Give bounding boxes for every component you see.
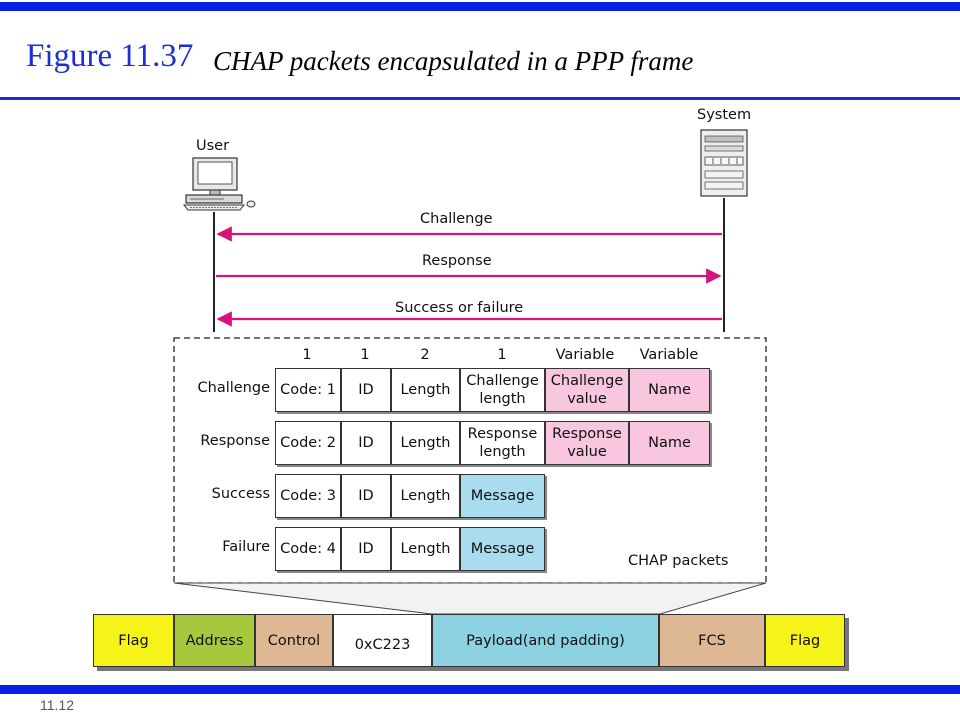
challenge-f5-line2: value: [567, 391, 607, 407]
row-label-response: Response: [200, 433, 270, 449]
response-f4-line1: Response: [467, 426, 538, 442]
response-id-field: ID: [341, 421, 391, 465]
success-failure-message-label: Success or failure: [395, 300, 524, 316]
success-id-field: ID: [341, 474, 391, 518]
ppp-fcs: FCS: [659, 614, 765, 667]
response-length-of-value-field: Response length: [460, 421, 545, 465]
field-size-id: 1: [360, 347, 370, 363]
response-length-field: Length: [391, 421, 460, 465]
user-label: User: [196, 138, 230, 154]
field-size-value-length: 1: [497, 347, 507, 363]
challenge-value-field: Challenge value: [545, 368, 629, 412]
ppp-protocol-field: 0xC223: [333, 614, 432, 667]
challenge-code-field: Code: 1: [275, 368, 341, 412]
figure-number: Figure 11.37: [26, 38, 194, 74]
success-message-field: Message: [460, 474, 545, 518]
field-size-name: Variable: [639, 347, 699, 363]
encapsulation-funnel: [173, 582, 767, 615]
challenge-f4-line1: Challenge: [466, 373, 539, 389]
ppp-payload: Payload(and padding): [432, 614, 659, 667]
title-divider: [0, 97, 960, 100]
challenge-f5-line1: Challenge: [550, 373, 624, 389]
ppp-control: Control: [255, 614, 333, 667]
figure-caption: CHAP packets encapsulated in a PPP frame: [213, 46, 694, 76]
failure-length-field: Length: [391, 527, 460, 571]
success-length-field: Length: [391, 474, 460, 518]
response-code-field: Code: 2: [275, 421, 341, 465]
challenge-length-of-value-field: Challenge length: [460, 368, 545, 412]
response-name-field: Name: [629, 421, 710, 465]
row-label-success: Success: [211, 486, 270, 502]
challenge-f4-line2: length: [479, 391, 526, 407]
response-f5-line2: value: [567, 444, 607, 460]
response-f4-line2: length: [479, 444, 526, 460]
field-size-value: Variable: [555, 347, 615, 363]
failure-id-field: ID: [341, 527, 391, 571]
row-label-failure: Failure: [222, 539, 270, 555]
failure-message-field: Message: [460, 527, 545, 571]
ppp-payload-line1: Payload: [466, 632, 523, 649]
user-computer-icon: [182, 157, 256, 211]
challenge-id-field: ID: [341, 368, 391, 412]
field-size-length: 2: [420, 347, 430, 363]
response-message-label: Response: [422, 253, 492, 269]
challenge-name-field: Name: [629, 368, 710, 412]
slide-number: 11.12: [40, 697, 74, 713]
chap-packets-label: CHAP packets: [628, 553, 729, 569]
row-label-challenge: Challenge: [197, 380, 271, 396]
ppp-payload-line2: (and padding): [522, 632, 625, 649]
top-accent-bar: [0, 2, 960, 11]
challenge-length-field: Length: [391, 368, 460, 412]
response-f5-line1: Response: [552, 426, 622, 442]
failure-code-field: Code: 4: [275, 527, 341, 571]
system-server-icon: [700, 129, 748, 197]
response-value-field: Response value: [545, 421, 629, 465]
system-label: System: [697, 107, 752, 123]
ppp-flag-start: Flag: [93, 614, 174, 667]
ppp-flag-end: Flag: [765, 614, 845, 667]
ppp-frame: Flag Address Control 0xC223 Payload(and …: [93, 614, 845, 667]
bottom-accent-bar: [0, 685, 960, 694]
field-size-code: 1: [302, 347, 312, 363]
challenge-message-label: Challenge: [420, 211, 493, 227]
ppp-address: Address: [174, 614, 255, 667]
success-code-field: Code: 3: [275, 474, 341, 518]
